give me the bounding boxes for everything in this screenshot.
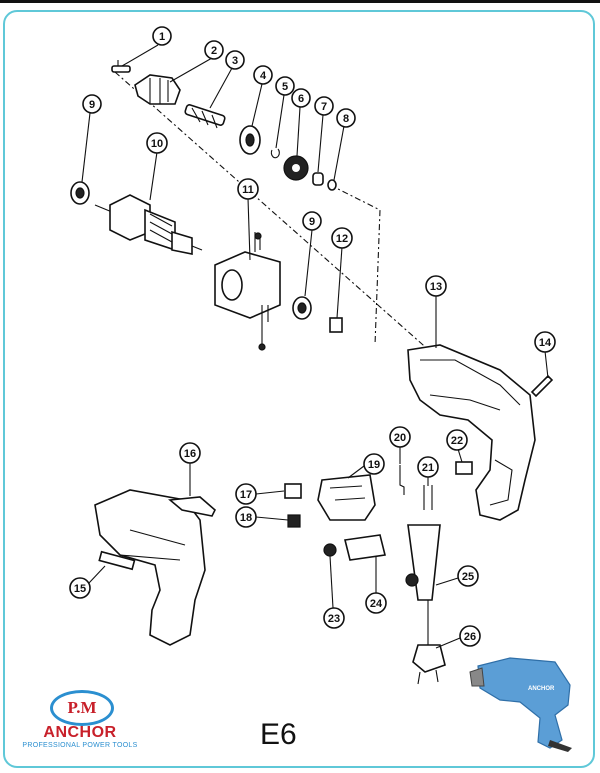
part-chuck-key <box>111 60 131 73</box>
callout-label: 26 <box>464 631 476 643</box>
part-bushing <box>312 172 324 186</box>
callout-label: 12 <box>336 233 348 245</box>
callout-label: 19 <box>368 459 380 471</box>
callout-label: 17 <box>240 489 252 501</box>
part-stator <box>214 232 281 351</box>
model-number: E6 <box>260 718 297 751</box>
photo-brand-text: ANCHOR <box>528 686 555 692</box>
logo-brand-name: ANCHOR <box>43 724 117 741</box>
callout-label: 16 <box>184 448 196 460</box>
callout-label: 25 <box>462 571 474 583</box>
callout-9-mid: 9 <box>302 211 322 297</box>
callout-label: 24 <box>370 598 383 610</box>
callout-label: 9 <box>309 216 315 228</box>
part-cable-clamp <box>423 485 433 510</box>
logo-initials: P.M <box>50 690 114 726</box>
part-trigger-lock <box>344 534 386 561</box>
callout-label: 9 <box>89 99 95 111</box>
callout-10: 10 <box>146 132 168 201</box>
callout-15: 15 <box>69 565 106 599</box>
callout-24: 24 <box>365 556 387 614</box>
callout-label: 5 <box>282 81 288 93</box>
callout-22: 22 <box>446 429 468 463</box>
brand-logo: P.M ANCHOR PROFESSIONAL POWER TOOLS <box>20 684 140 756</box>
callout-12: 12 <box>331 227 353 319</box>
callout-5: 5 <box>275 76 295 149</box>
callout-23: 23 <box>323 555 345 629</box>
part-housing <box>407 344 536 521</box>
callout-label: 6 <box>298 93 304 105</box>
callout-label: 2 <box>211 45 217 57</box>
callout-label: 7 <box>321 101 327 113</box>
callout-label: 13 <box>430 281 442 293</box>
part-bearing <box>239 125 261 155</box>
callout-26: 26 <box>435 625 481 649</box>
part-bearing-rear <box>70 181 90 205</box>
part-switch-screw <box>323 543 337 557</box>
callout-2: 2 <box>169 40 224 83</box>
callout-label: 21 <box>422 462 434 474</box>
part-spindle <box>184 104 226 129</box>
callout-label: 11 <box>242 184 254 196</box>
part-cover <box>168 496 216 517</box>
part-label-plate <box>98 550 136 571</box>
callout-4: 4 <box>251 65 273 127</box>
callout-label: 3 <box>232 55 238 67</box>
callout-25: 25 <box>435 565 479 587</box>
page-frame <box>3 10 595 768</box>
callout-21: 21 <box>417 456 439 486</box>
callout-1: 1 <box>121 26 172 67</box>
callout-label: 15 <box>74 583 86 595</box>
part-spring <box>399 465 405 495</box>
part-armature <box>94 194 203 255</box>
part-housing-half <box>94 489 206 646</box>
part-screw <box>530 374 554 398</box>
part-terminal <box>287 514 301 528</box>
callout-label: 1 <box>159 31 165 43</box>
part-carbon-brush <box>455 461 473 475</box>
callout-7: 7 <box>314 96 334 173</box>
part-chuck <box>134 74 181 105</box>
callout-9: 9 <box>81 94 102 183</box>
callout-label: 18 <box>240 512 252 524</box>
part-bearing-mid <box>292 296 312 320</box>
callout-18: 18 <box>235 506 289 528</box>
logo-tagline: PROFESSIONAL POWER TOOLS <box>22 742 138 749</box>
callout-14: 14 <box>534 331 556 379</box>
part-washer <box>327 179 337 191</box>
part-switch <box>317 474 376 521</box>
assembly-axis-line <box>329 184 381 346</box>
part-grommet <box>405 573 419 587</box>
part-capacitor <box>284 483 302 499</box>
callout-11: 11 <box>237 178 259 261</box>
callout-19: 19 <box>347 453 385 479</box>
part-cable-sleeve <box>407 524 441 601</box>
callout-label: 23 <box>328 613 340 625</box>
part-retaining-ring <box>270 148 280 159</box>
callout-3: 3 <box>209 50 245 109</box>
top-rule <box>0 0 600 3</box>
callout-label: 10 <box>151 138 163 150</box>
callout-6: 6 <box>291 88 311 157</box>
part-gear <box>283 155 309 181</box>
callout-20: 20 <box>389 426 411 464</box>
part-power-plug <box>412 600 446 685</box>
callout-label: 22 <box>451 435 463 447</box>
callout-13: 13 <box>425 275 447 348</box>
assembly-axis-line <box>114 71 441 361</box>
callout-label: 8 <box>343 113 349 125</box>
callout-16: 16 <box>179 442 201 496</box>
callout-label: 14 <box>539 337 552 349</box>
callout-label: 20 <box>394 432 406 444</box>
callout-label: 4 <box>260 70 267 82</box>
callout-8: 8 <box>333 108 356 181</box>
part-brush-plate <box>329 317 343 333</box>
callout-17: 17 <box>235 483 285 505</box>
drill-product-photo: ANCHOR <box>469 657 572 752</box>
